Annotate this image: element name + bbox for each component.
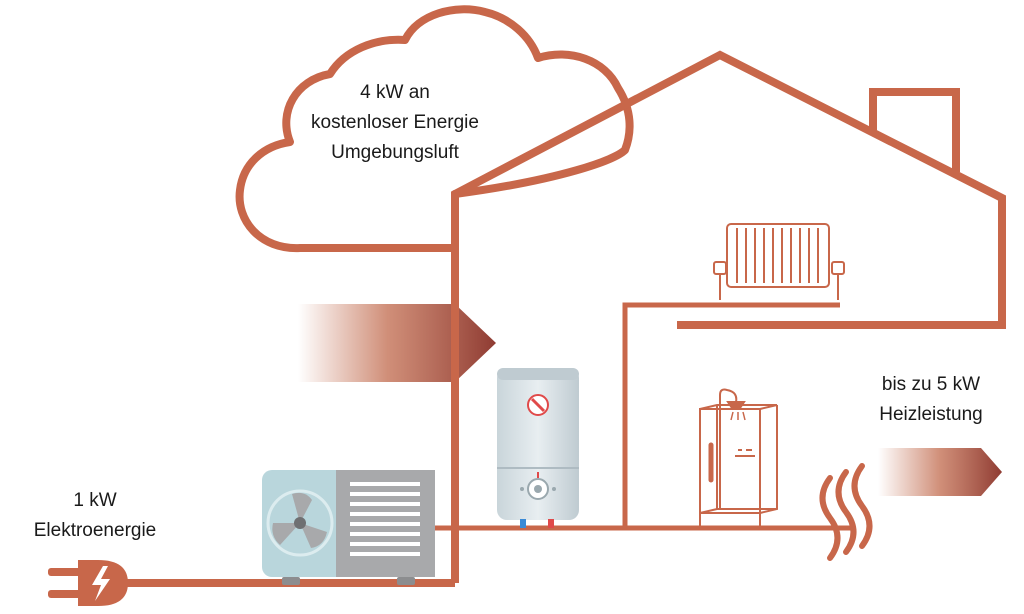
heat-output-label: bis zu 5 kW Heizleistung: [846, 370, 1016, 430]
ambient-energy-line-1: 4 kW an: [360, 82, 430, 103]
ambient-energy-label: 4 kW an kostenloser Energie Umgebungsluf…: [270, 78, 520, 168]
interior-wall: [622, 302, 840, 528]
heat-pump-icon: [262, 470, 435, 585]
electric-energy-label: 1 kW Elektroenergie: [0, 486, 190, 546]
cloud-icon: [235, 5, 634, 253]
electric-energy-line-2: Elektroenergie: [33, 520, 157, 541]
house-icon: [451, 50, 1006, 583]
heat-output-line-1: bis zu 5 kW: [881, 374, 981, 395]
ambient-energy-line-2: kostenloser Energie: [311, 112, 479, 133]
heat-waves-icon: [819, 463, 873, 561]
radiator-icon: [713, 223, 845, 300]
plug-icon: [48, 560, 128, 606]
shower-icon: [699, 388, 778, 528]
heat-output-line-2: Heizleistung: [879, 404, 983, 425]
electric-energy-line-1: 1 kW: [73, 490, 117, 511]
ambient-energy-line-3: Umgebungsluft: [331, 142, 459, 163]
chimney: [869, 88, 960, 172]
heat-output-arrow: [878, 448, 1002, 496]
water-heater-icon: [497, 368, 579, 528]
air-intake-arrow: [298, 304, 496, 382]
